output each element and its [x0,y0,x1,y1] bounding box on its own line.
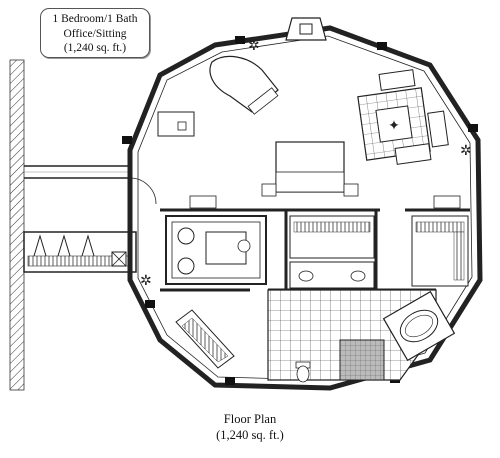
floor-plan-area: (1,240 sq. ft.) [216,428,284,442]
double-vanity [289,261,375,289]
floor-plan-title: Floor Plan [223,412,277,426]
exterior-wall-hatched [9,59,25,391]
entry-walkway [24,165,130,179]
bathtub [382,290,456,362]
svg-text:✲: ✲ [248,39,260,54]
svg-text:✲: ✲ [140,274,152,289]
closet-wing [23,231,137,273]
office-room [165,215,267,285]
bedroom-closet [175,309,235,369]
sitting-area: ✦ [357,69,449,165]
bedroom-bath-count: 1 Bedroom/1 Bath [52,13,138,25]
bed [261,141,359,197]
entry-door [129,177,157,205]
svg-text:✦: ✦ [388,119,400,134]
svg-text:✲: ✲ [460,144,472,159]
toilet [295,361,311,383]
fireplace [285,17,327,41]
plan-summary-label: 1 Bedroom/1 Bath Office/Sitting (1,240 s… [40,8,150,58]
square-footage: (1,240 sq. ft.) [63,42,127,54]
grand-piano [209,55,279,115]
interior-walls [160,195,470,292]
walk-in-closet [289,215,469,287]
extra-rooms: Office/Sitting [63,27,127,40]
desk [157,111,195,137]
